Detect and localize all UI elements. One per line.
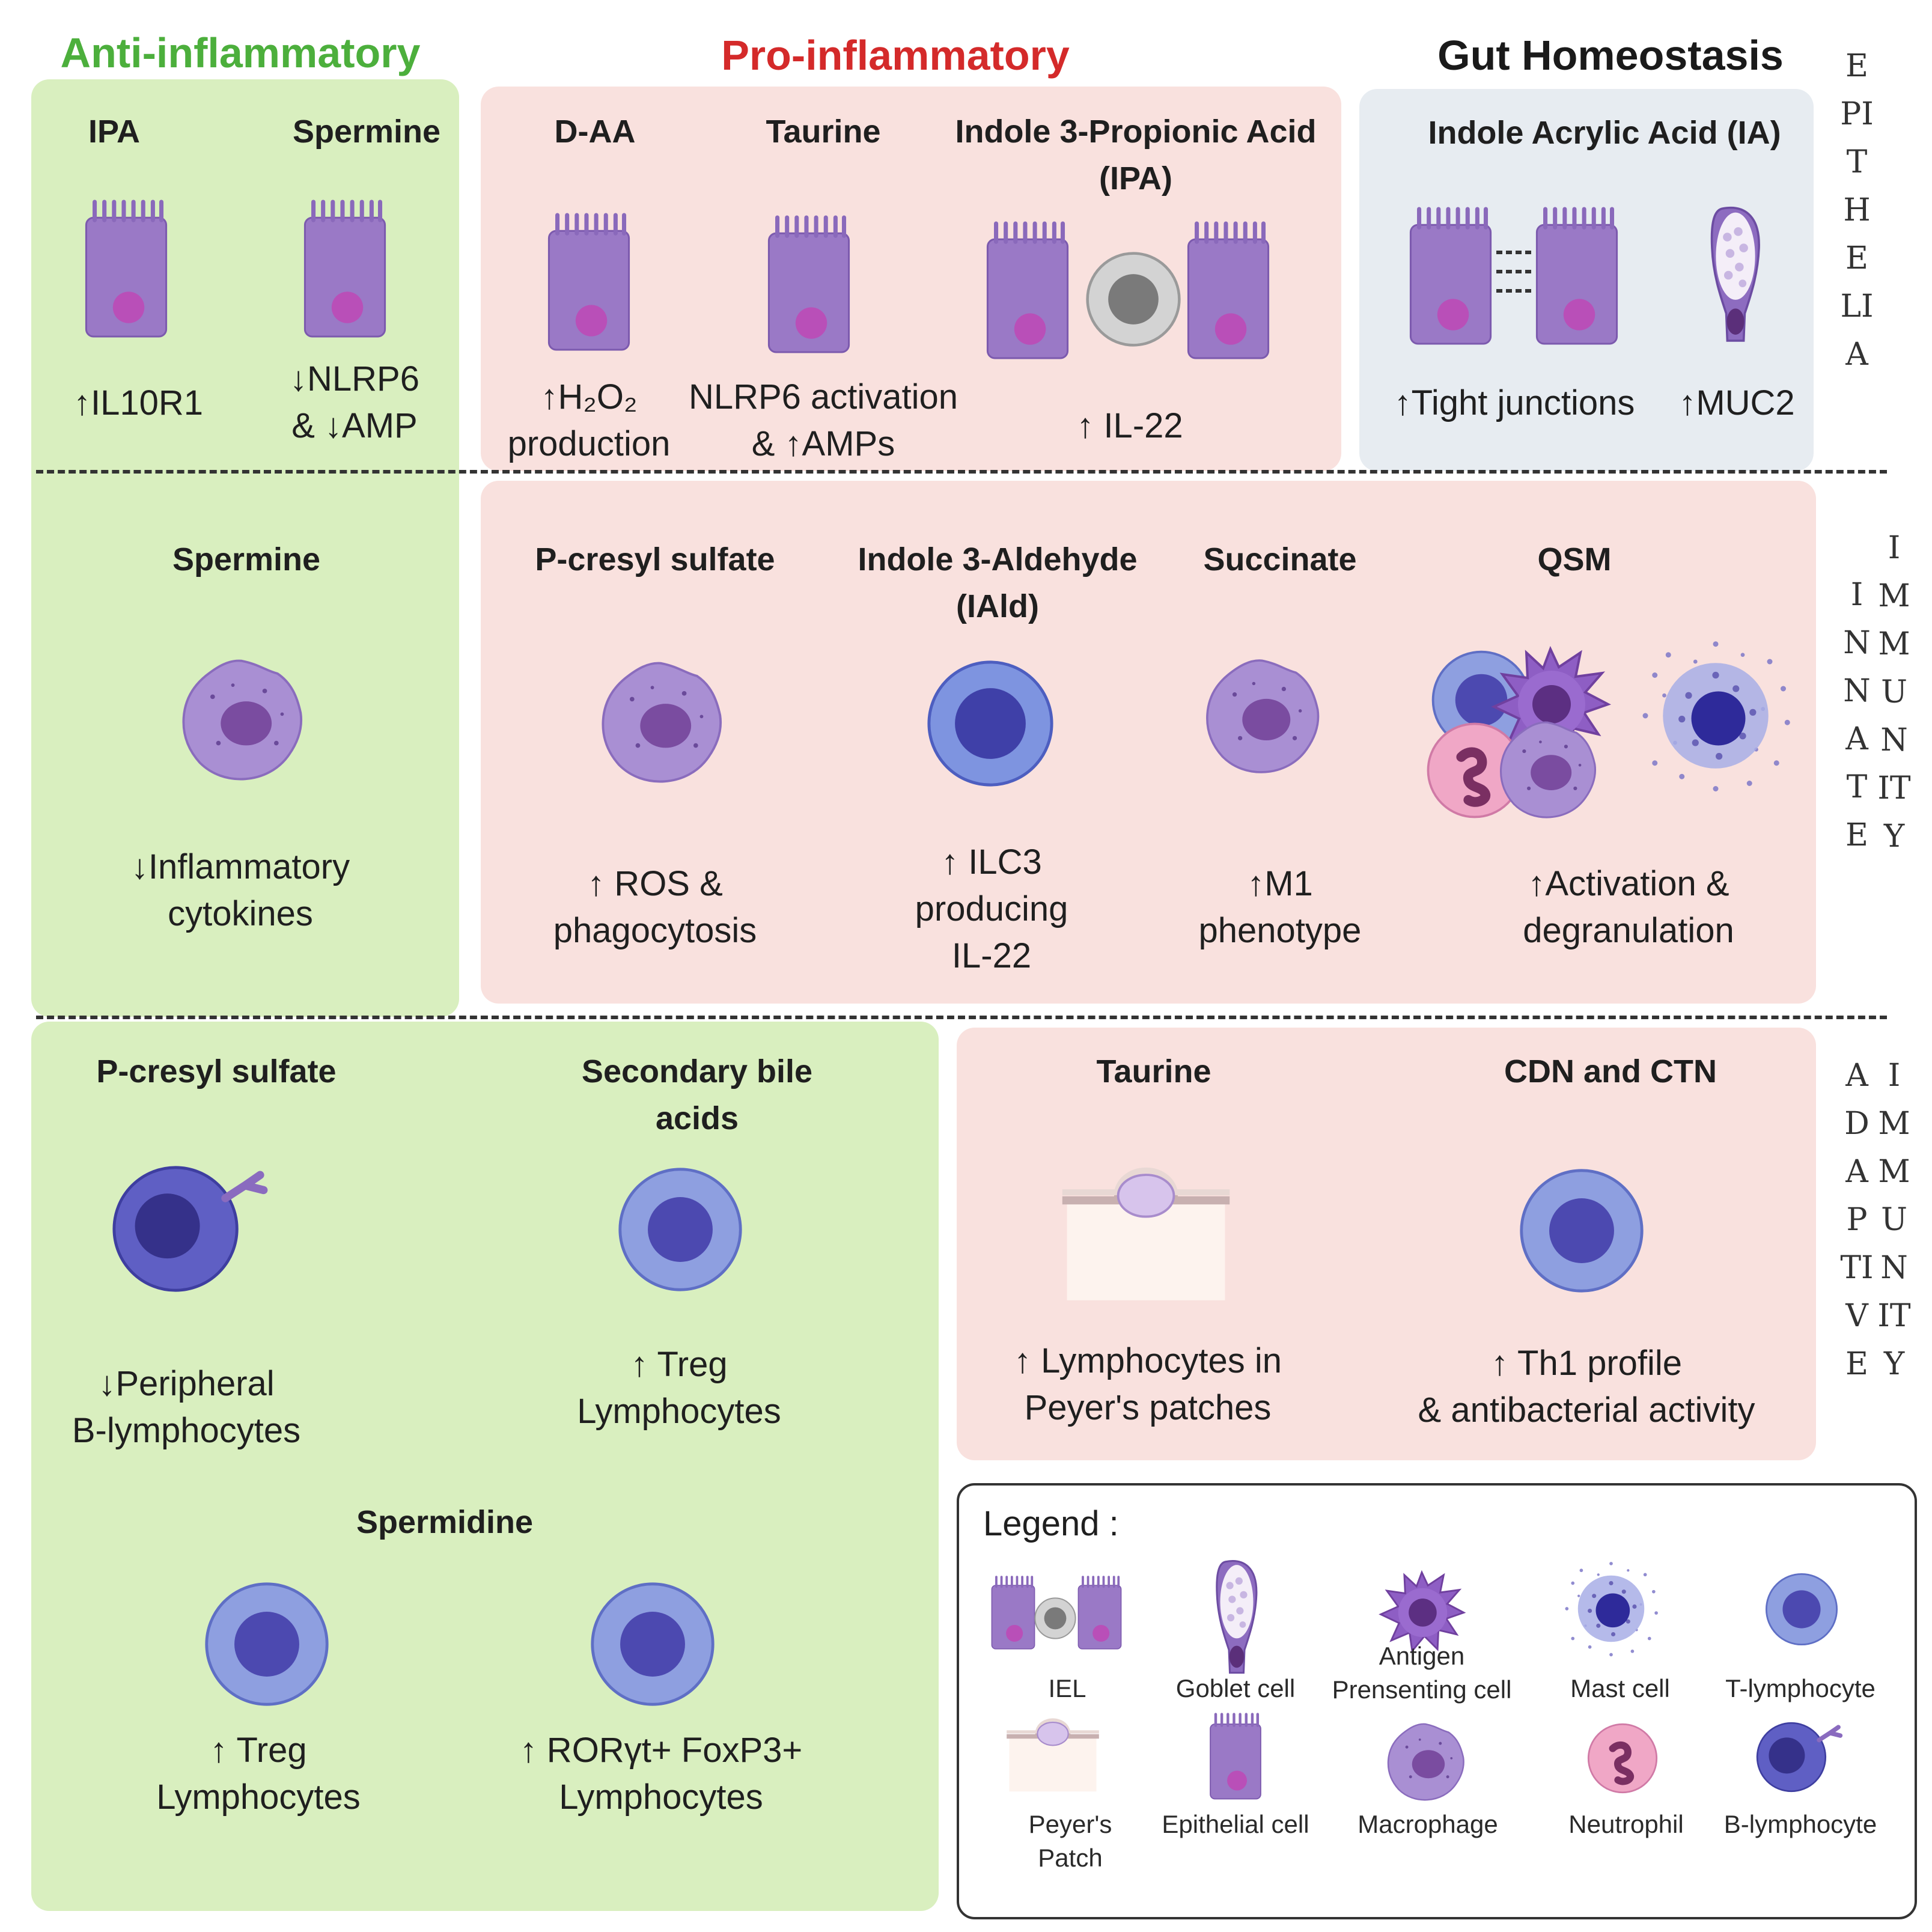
- b-lymphocyte-legend-icon: [1756, 1720, 1846, 1794]
- effect-label: ↑H₂O₂ production: [507, 377, 671, 463]
- epithelial-cell-icon: [1184, 221, 1273, 361]
- metabolite-label: Indole 3-Propionic Acid (IPA): [955, 114, 1317, 197]
- neutrophil-legend-icon: [1586, 1722, 1659, 1794]
- effect-label: ↑ RORγt+ FoxP3+ Lymphocytes: [519, 1731, 803, 1817]
- effect-label: ↑ Lymphocytes in Peyer's patches: [1014, 1341, 1282, 1427]
- epithelial-cell-icon: [1406, 207, 1495, 346]
- separator-epithelia-innate: [36, 470, 1887, 474]
- side-label-innate-immunity: IMMUNITY: [1877, 530, 1911, 855]
- metabolite-label: Taurine: [1096, 1053, 1211, 1089]
- effect-label: ↑MUC2: [1678, 383, 1795, 422]
- t-lymphocyte-icon: [203, 1580, 331, 1708]
- mast-cell-icon: [1635, 635, 1797, 797]
- effect-label: NLRP6 activation & ↑AMPs: [688, 377, 958, 463]
- effect-label: ↑ Treg Lymphocytes: [156, 1731, 361, 1817]
- legend-box: Legend : IEL Goblet cell Antigen Prensen…: [957, 1483, 1917, 1919]
- peyers-patch-icon: [1059, 1151, 1233, 1303]
- effect-label: ↓Peripheral B-lymphocytes: [72, 1364, 301, 1450]
- goblet-cell-icon: [1705, 204, 1766, 346]
- anti-inflammatory-title: Anti-inflammatory: [60, 29, 421, 76]
- legend-label: Peyer's Patch: [1028, 1810, 1112, 1872]
- legend-label: Goblet cell: [1175, 1674, 1296, 1702]
- legend-label: T-lymphocyte: [1725, 1674, 1876, 1702]
- side-label-adaptive: ADAPTIVE: [1840, 1058, 1874, 1382]
- metabolite-label: Indole Acrylic Acid (IA): [1428, 115, 1781, 151]
- epithelial-cell-icon: [300, 200, 389, 339]
- legend-label: B-lymphocyte: [1723, 1810, 1877, 1838]
- goblet-cell-legend-icon: [1211, 1558, 1262, 1678]
- macrophage-legend-icon: [1385, 1721, 1466, 1803]
- epithelial-cell-icon: [764, 215, 853, 355]
- epithelial-cell-icon: [82, 200, 171, 339]
- effect-label: ↓Inflammatory cytokines: [130, 847, 350, 933]
- peyers-patch-legend-icon: [1005, 1709, 1101, 1793]
- separator-innate-adaptive: [36, 1016, 1887, 1019]
- b-lymphocyte-icon: [112, 1162, 274, 1296]
- t-lymphocyte-legend-icon: [1764, 1572, 1839, 1647]
- iel-legend-icon: [1076, 1576, 1124, 1650]
- metabolite-label: Indole 3-Aldehyde (IAld): [858, 541, 1138, 624]
- metabolite-label: Taurine: [766, 114, 881, 150]
- metabolite-label: Spermidine: [356, 1504, 534, 1540]
- metabolite-label: P-cresyl sulfate: [535, 541, 775, 577]
- gut-homeostasis-title: Gut Homeostasis: [1437, 32, 1784, 79]
- legend-label: Neutrophil: [1568, 1810, 1684, 1838]
- epithelial-cell-icon: [1532, 207, 1621, 346]
- metabolite-label: P-cresyl sulfate: [96, 1053, 337, 1089]
- side-label-adaptive-immunity: IMMUNITY: [1877, 1058, 1911, 1382]
- legend-title: Legend :: [983, 1504, 1119, 1543]
- effect-label: ↑ ROS & phagocytosis: [553, 864, 757, 950]
- metabolite-label: IPA: [88, 114, 140, 150]
- side-label-innate: INNATE: [1843, 577, 1871, 853]
- metabolite-label: Secondary bile acids: [581, 1053, 813, 1136]
- macrophage-icon: [597, 659, 725, 786]
- effect-label: ↑Tight junctions: [1394, 383, 1635, 422]
- effect-label: ↑M1 phenotype: [1198, 864, 1362, 950]
- legend-label: IEL: [1048, 1674, 1086, 1702]
- ilc3-cell-icon: [925, 659, 1055, 788]
- pro-inflammatory-title: Pro-inflammatory: [721, 32, 1070, 79]
- tight-junction-icon: [1496, 251, 1532, 293]
- t-lymphocyte-icon: [1518, 1167, 1645, 1294]
- metabolite-label: QSM: [1537, 541, 1612, 577]
- macrophage-icon: [178, 656, 305, 784]
- metabolite-label: D-AA: [554, 114, 636, 150]
- metabolite-label: Succinate: [1203, 541, 1357, 577]
- epithelial-cell-icon: [544, 213, 633, 352]
- metabolite-label: CDN and CTN: [1504, 1053, 1717, 1089]
- legend-label: Epithelial cell: [1162, 1810, 1309, 1838]
- effect-label: ↑ ILC3 producing IL-22: [915, 843, 1068, 975]
- effect-label: ↑ Treg Lymphocytes: [577, 1345, 781, 1431]
- effect-label: ↑IL10R1: [73, 383, 204, 422]
- epithelial-cell-legend-icon: [1208, 1713, 1263, 1800]
- macrophage-icon: [1202, 656, 1322, 776]
- effect-label: ↑ IL-22: [1076, 406, 1183, 445]
- legend-label: Macrophage: [1358, 1810, 1498, 1838]
- metabolite-label: Spermine: [172, 541, 321, 577]
- t-lymphocyte-icon: [617, 1166, 744, 1293]
- effect-label: ↑ Th1 profile & antibacterial activity: [1418, 1344, 1755, 1430]
- epithelial-cell-icon: [983, 221, 1072, 361]
- legend-label: Mast cell: [1570, 1674, 1670, 1702]
- side-label-epithelia: EPITHELIA: [1840, 48, 1874, 373]
- macrophage-icon: [1496, 719, 1598, 821]
- metabolite-label: Spermine: [292, 114, 441, 150]
- effect-label: ↓NLRP6 & ↓AMP: [290, 359, 419, 445]
- mast-cell-legend-icon: [1560, 1558, 1662, 1660]
- effect-label: ↑Activation & degranulation: [1523, 864, 1734, 950]
- t-lymphocyte-icon: [589, 1580, 716, 1708]
- legend-label: Antigen Prensenting cell: [1332, 1642, 1512, 1704]
- iel-cell-icon: [1067, 239, 1199, 359]
